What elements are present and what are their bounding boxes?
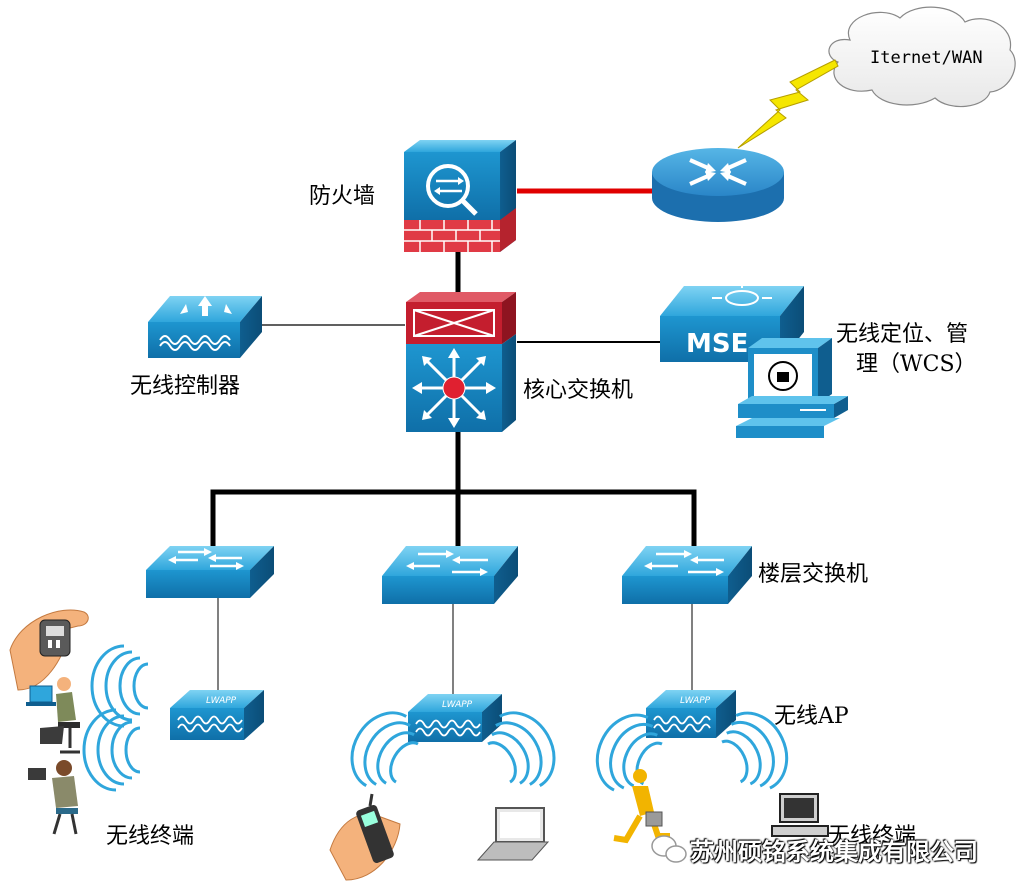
links [210, 188, 697, 696]
access-point-icon: LWAPP [408, 694, 502, 742]
laptop-user-icon [26, 677, 80, 754]
wechat-icon [651, 835, 687, 863]
terminal-label-left: 无线终端 [106, 824, 195, 849]
laptop-user-icon [28, 760, 78, 835]
watermark-text: 苏州硕铭系统集成有限公司 [690, 838, 978, 866]
handheld-icon [9, 609, 89, 691]
terminal-label-right: 无线终端 [828, 824, 917, 849]
switch-icon [146, 546, 274, 598]
firewall-icon [404, 140, 516, 252]
core-switch-label: 核心交换机 [523, 378, 634, 403]
wireless-ap-label: 无线AP [774, 704, 849, 729]
mse-device-label: MSE [686, 329, 748, 359]
desktop-pc-icon [771, 793, 829, 837]
wireless-controller-label: 无线控制器 [130, 374, 241, 399]
running-user-icon [613, 769, 670, 844]
access-point-icon: LWAPP [646, 690, 736, 738]
mse-label-line1: 无线定位、管 [836, 322, 969, 347]
firewall-label: 防火墙 [309, 184, 376, 209]
core-switch-icon [406, 292, 516, 432]
lightning-icon [737, 59, 839, 149]
wireless-signal-icon [82, 644, 150, 792]
access-point-icon: LWAPP [170, 690, 264, 740]
wireless-controller-icon [148, 296, 262, 358]
cloud-icon [828, 6, 1016, 108]
internet-label: Iternet/WAN [870, 48, 983, 68]
mse-label-line2: 理（WCS） [856, 352, 977, 377]
lwapp-label: LWAPP [442, 700, 473, 710]
switch-icon [382, 546, 518, 604]
laptop-icon [476, 807, 550, 861]
lwapp-label: LWAPP [206, 696, 237, 706]
workstation-icon [736, 338, 848, 438]
floor-switch-label: 楼层交换机 [758, 562, 869, 587]
router-icon [652, 148, 784, 222]
lwapp-label: LWAPP [680, 696, 711, 706]
distribution-bus [210, 489, 697, 550]
switch-icon [622, 546, 752, 604]
mobile-phone-icon [329, 793, 401, 881]
